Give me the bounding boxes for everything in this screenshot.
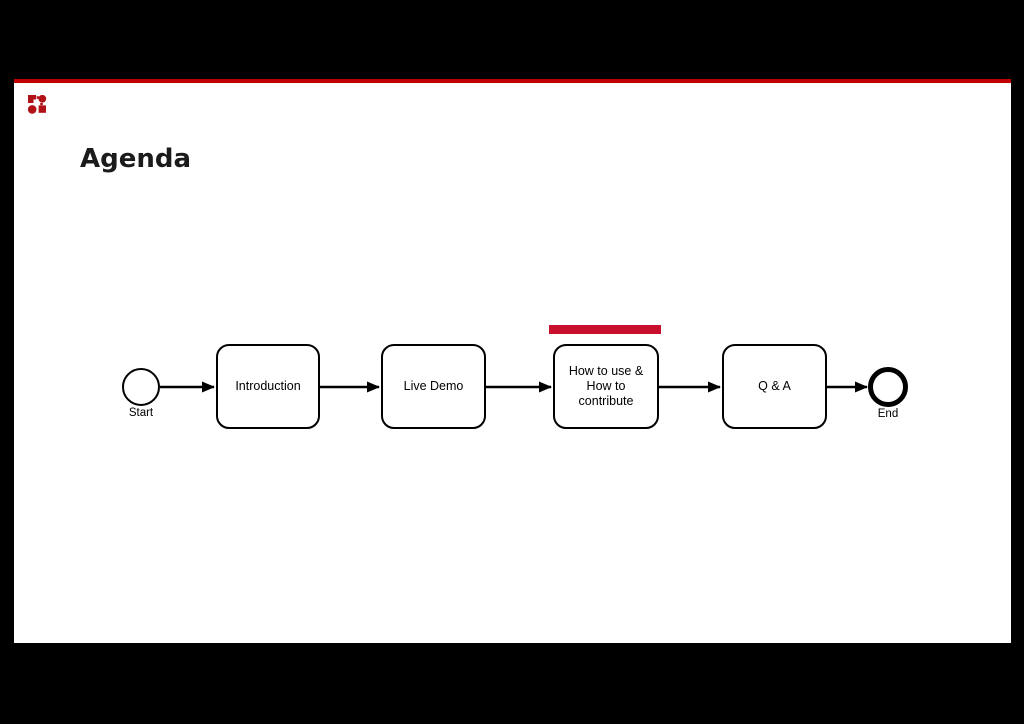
- task-introduction-label: Introduction: [235, 379, 301, 393]
- end-event-label: End: [877, 408, 899, 420]
- task-how-to-use-contribute: How to use & How to contribute: [553, 344, 659, 429]
- task-how-to-label-line3: contribute: [578, 394, 634, 408]
- task-live-demo-label: Live Demo: [403, 379, 464, 393]
- task-how-to-label: How to use & How to contribute: [569, 364, 643, 409]
- flow-arrows: [160, 381, 868, 393]
- current-step-highlight-bar: [549, 325, 661, 334]
- task-live-demo: Live Demo: [381, 344, 486, 429]
- flow-diagram: Start Introduction Live Demo How to use …: [14, 83, 1011, 643]
- slide: Agenda Start: [14, 79, 1011, 643]
- task-introduction: Introduction: [216, 344, 320, 429]
- start-event-circle: [122, 368, 160, 406]
- task-how-to-label-line1: How to use &: [568, 364, 644, 378]
- start-event-label: Start: [128, 407, 154, 419]
- task-qa: Q & A: [722, 344, 827, 429]
- end-event-circle: [868, 367, 908, 407]
- task-qa-label: Q & A: [758, 379, 791, 393]
- puzzle-logo-icon: [28, 95, 47, 114]
- task-how-to-label-line2: How to: [586, 379, 626, 393]
- page-title: Agenda: [80, 144, 192, 174]
